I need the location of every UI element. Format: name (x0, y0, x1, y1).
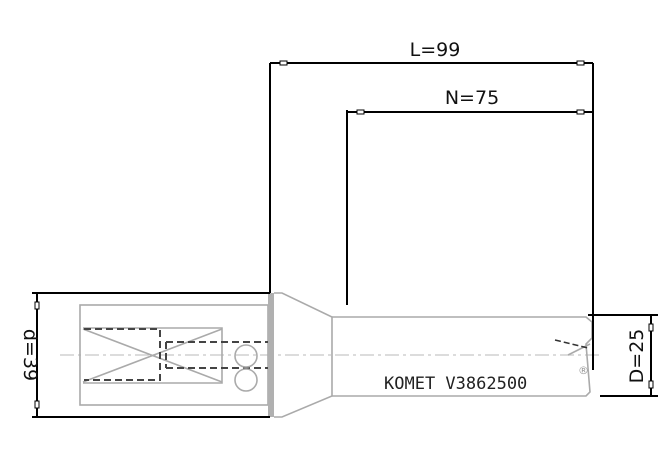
tool-body (79, 292, 593, 418)
hidden-bore (84, 328, 161, 381)
dimension-d: d=39 (19, 292, 270, 418)
dimension-label-L: L=99 (410, 39, 461, 61)
tip-edge (567, 343, 591, 356)
shank (332, 316, 593, 397)
tool-marking: KOMET V3862500 (384, 374, 527, 394)
screw-head-lower (234, 368, 258, 392)
screw-head-upper (234, 344, 258, 368)
dimension-label-d: d=39 (19, 329, 41, 381)
dimension-L: L=99 (269, 39, 594, 370)
registered-mark: ® (578, 364, 589, 377)
dimension-D: D=25 (588, 314, 658, 397)
taper (274, 292, 333, 418)
dimension-label-D: D=25 (626, 329, 648, 384)
flange-band (268, 293, 274, 417)
pocket-diagonal (82, 328, 223, 383)
dimension-label-N: N=75 (445, 87, 499, 109)
coolant-line (554, 339, 589, 349)
dimension-N: N=75 (346, 87, 593, 305)
